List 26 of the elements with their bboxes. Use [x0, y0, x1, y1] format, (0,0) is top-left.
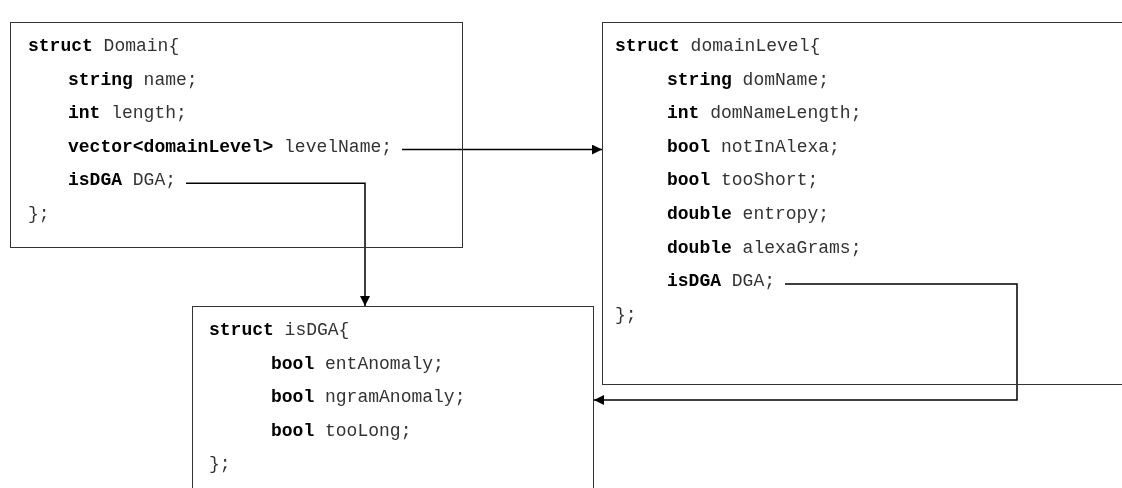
code-line: isDGA DGA;	[667, 270, 776, 294]
arrow	[593, 283, 1018, 405]
code-line: bool tooShort;	[667, 169, 819, 193]
code-line: double alexaGrams;	[667, 236, 862, 260]
code-line: bool entAnomaly;	[271, 352, 444, 376]
code-line: string domName;	[667, 68, 830, 92]
code-line: string name;	[68, 68, 198, 92]
code-line: isDGA DGA;	[68, 169, 177, 193]
code-line: };	[28, 202, 50, 226]
code-line: bool notInAlexa;	[667, 135, 840, 159]
code-line: struct domainLevel{	[615, 35, 821, 58]
code-line: struct Domain{	[28, 35, 180, 58]
code-line: int domNameLength;	[667, 102, 862, 126]
code-line: struct isDGA{	[209, 319, 350, 342]
code-line: vector<domainLevel> levelName;	[68, 135, 393, 159]
code-line: bool tooLong;	[271, 419, 412, 443]
code-line: };	[209, 453, 231, 477]
code-line: int length;	[68, 102, 187, 126]
code-line: };	[615, 303, 637, 327]
code-box	[602, 22, 1122, 385]
arrow	[401, 144, 603, 155]
code-line: bool ngramAnomaly;	[271, 386, 466, 410]
code-line: double entropy;	[667, 202, 830, 226]
arrow	[185, 182, 370, 307]
code-box	[192, 306, 594, 488]
code-box	[10, 22, 463, 248]
